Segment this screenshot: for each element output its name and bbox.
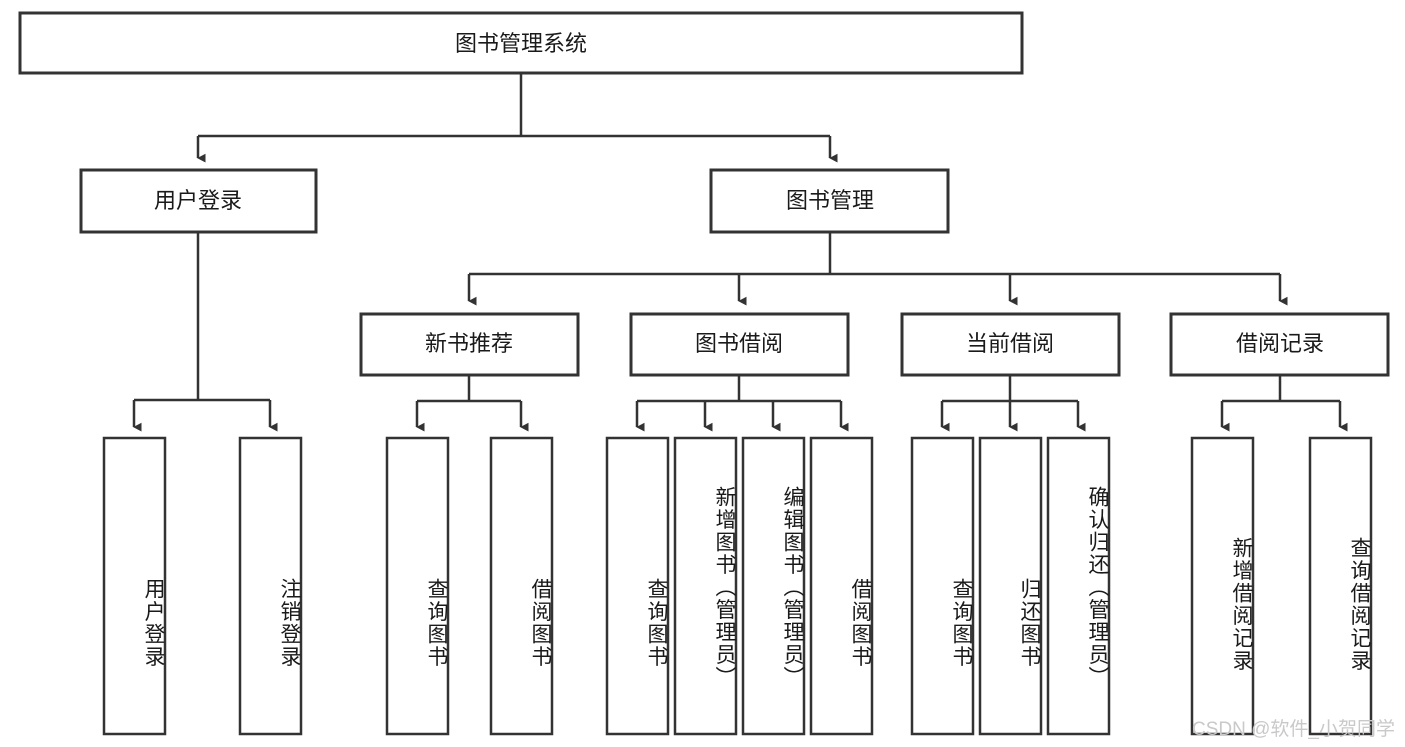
node-current-borrow-box[interactable] — [900, 312, 1121, 377]
connector-userlogin-to-leaves — [132, 233, 278, 432]
leaf-box-add-book[interactable] — [673, 436, 738, 736]
leaf-box-confirm-return[interactable] — [1046, 436, 1111, 736]
node-new-book-recommend-label: 新书推荐 — [425, 331, 513, 356]
node-book-borrow-box[interactable] — [629, 312, 850, 377]
node-borrow-record-box[interactable] — [1169, 312, 1390, 377]
node-root-label: 图书管理系统 — [455, 31, 587, 56]
leaf-box-query-book-1[interactable] — [385, 436, 450, 736]
node-book-borrow-label: 图书借阅 — [695, 331, 783, 356]
node-book-management-box[interactable] — [709, 168, 950, 234]
node-new-book-recommend-box[interactable] — [359, 312, 580, 377]
node-current-borrow-label: 当前借阅 — [966, 331, 1054, 356]
leaf-box-query-record[interactable] — [1308, 436, 1373, 736]
node-user-login-label: 用户登录 — [154, 188, 242, 213]
connector-borrow-to-leaves — [635, 376, 849, 432]
leaf-box-query-book-2[interactable] — [605, 436, 670, 736]
leaf-box-return-book[interactable] — [978, 436, 1043, 736]
leaf-box-user-login[interactable] — [102, 436, 167, 736]
node-user-login-box[interactable] — [79, 168, 318, 234]
node-root-box[interactable] — [18, 11, 1024, 75]
leaf-box-logout[interactable] — [238, 436, 303, 736]
leaf-box-borrow-book-1[interactable] — [489, 436, 554, 736]
connector-record-to-leaves — [1220, 376, 1348, 432]
leaf-box-add-record[interactable] — [1190, 436, 1255, 736]
node-borrow-record-label: 借阅记录 — [1236, 331, 1324, 356]
leaf-box-edit-book[interactable] — [741, 436, 806, 736]
connector-root-to-level2 — [196, 73, 838, 163]
leaf-box-query-book-3[interactable] — [910, 436, 975, 736]
node-book-management-label: 图书管理 — [786, 188, 874, 213]
leaf-box-borrow-book-2[interactable] — [809, 436, 874, 736]
connector-current-to-leaves — [940, 376, 1086, 432]
csdn-watermark: CSDN @软件_小贺同学 — [1192, 719, 1395, 740]
connector-newbook-to-leaves — [415, 376, 529, 432]
connector-bookmgmt-to-level3 — [467, 233, 1288, 306]
